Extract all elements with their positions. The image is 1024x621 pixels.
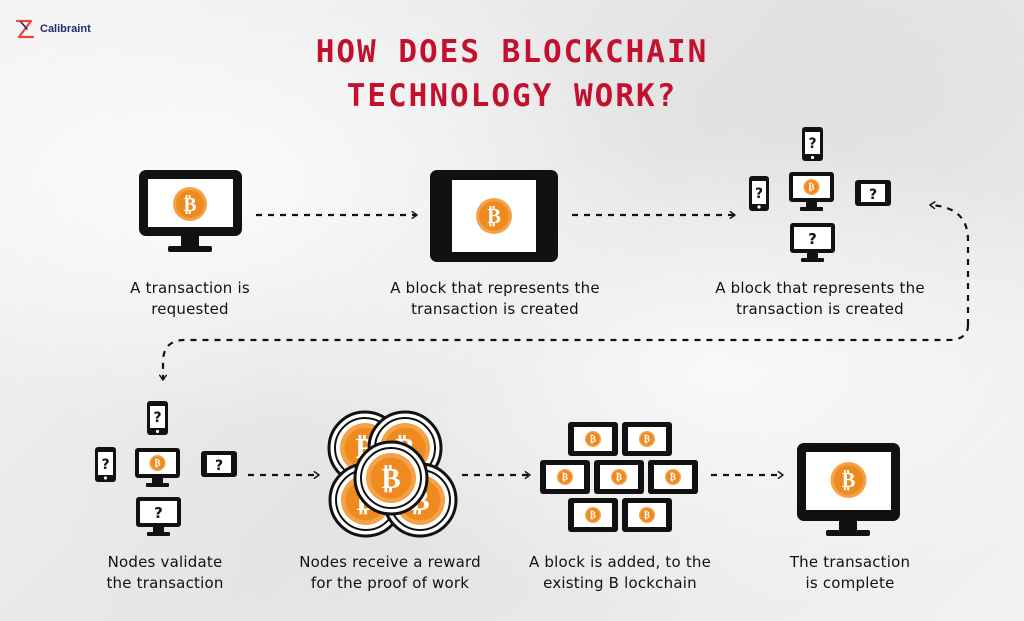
- phone-icon: ?: [147, 401, 168, 435]
- bitcoin-coin-icon: ₿: [173, 187, 207, 221]
- block-icon: ₿: [540, 460, 590, 494]
- tablet-icon: ?: [201, 451, 237, 477]
- arrow-loop-into-step-3: [930, 205, 970, 325]
- page-title-line-2: Technology Work?: [346, 78, 678, 114]
- tablet-icon: ?: [855, 180, 891, 206]
- svg-text:₿: ₿: [487, 204, 501, 228]
- svg-text:₿: ₿: [381, 461, 400, 495]
- svg-text:₿: ₿: [644, 434, 650, 445]
- svg-text:?: ?: [153, 410, 161, 426]
- svg-text:?: ?: [869, 187, 877, 203]
- svg-text:?: ?: [755, 186, 763, 202]
- monitor-icon: ₿: [789, 172, 834, 211]
- svg-text:?: ?: [101, 457, 109, 473]
- svg-text:?: ?: [808, 136, 816, 152]
- svg-text:₿: ₿: [590, 510, 596, 521]
- block-icon: ₿: [622, 498, 672, 532]
- monitor-icon: ?: [136, 497, 181, 536]
- brand-logo: Calibraint: [14, 18, 91, 40]
- brand-logo-icon: [15, 19, 35, 39]
- block-icon: ₿: [622, 422, 672, 456]
- monitor-icon: ₿: [135, 448, 180, 487]
- phone-icon: ?: [802, 127, 823, 161]
- svg-text:₿: ₿: [670, 472, 676, 483]
- block-icon: ₿: [568, 422, 618, 456]
- svg-text:₿: ₿: [644, 510, 650, 521]
- block-icon: ₿: [568, 498, 618, 532]
- svg-text:?: ?: [808, 230, 817, 248]
- step-1-computer-icon: ₿: [139, 170, 242, 252]
- block-icon: ₿: [648, 460, 698, 494]
- svg-text:₿: ₿: [562, 472, 568, 483]
- svg-text:?: ?: [154, 504, 163, 522]
- step-3-network-devices-icon: ? ? ₿ ? ?: [749, 127, 891, 262]
- step-6-block-wall-icon: ₿₿₿₿₿₿₿₿: [540, 422, 698, 532]
- bitcoin-coin-icon: ₿: [830, 462, 867, 498]
- svg-text:₿: ₿: [842, 468, 856, 492]
- phone-icon: ?: [749, 176, 769, 211]
- svg-text:₿: ₿: [808, 182, 814, 193]
- step-2-tablet-icon: ₿: [430, 170, 558, 262]
- svg-text:₿: ₿: [616, 472, 622, 483]
- step-7-computer-icon: ₿: [797, 443, 900, 536]
- arrow-row-1-to-row-2: [163, 324, 970, 380]
- block-icon: ₿: [594, 460, 644, 494]
- svg-text:₿: ₿: [590, 434, 596, 445]
- step-5-coin-stack-icon: ₿ ₿ ₿ ₿ ₿: [327, 410, 458, 538]
- bitcoin-coin-icon: ₿: [353, 440, 429, 516]
- phone-icon: ?: [95, 447, 116, 482]
- svg-text:₿: ₿: [154, 458, 160, 469]
- bitcoin-coin-icon: ₿: [149, 455, 166, 471]
- bitcoin-coin-icon: ₿: [803, 179, 820, 195]
- monitor-icon: ?: [790, 223, 835, 262]
- svg-text:?: ?: [215, 458, 223, 474]
- bitcoin-coin-icon: ₿: [476, 198, 512, 234]
- step-4-network-devices-icon: ? ? ₿ ? ?: [95, 401, 237, 536]
- svg-text:₿: ₿: [183, 193, 196, 216]
- brand-name: Calibraint: [40, 23, 91, 35]
